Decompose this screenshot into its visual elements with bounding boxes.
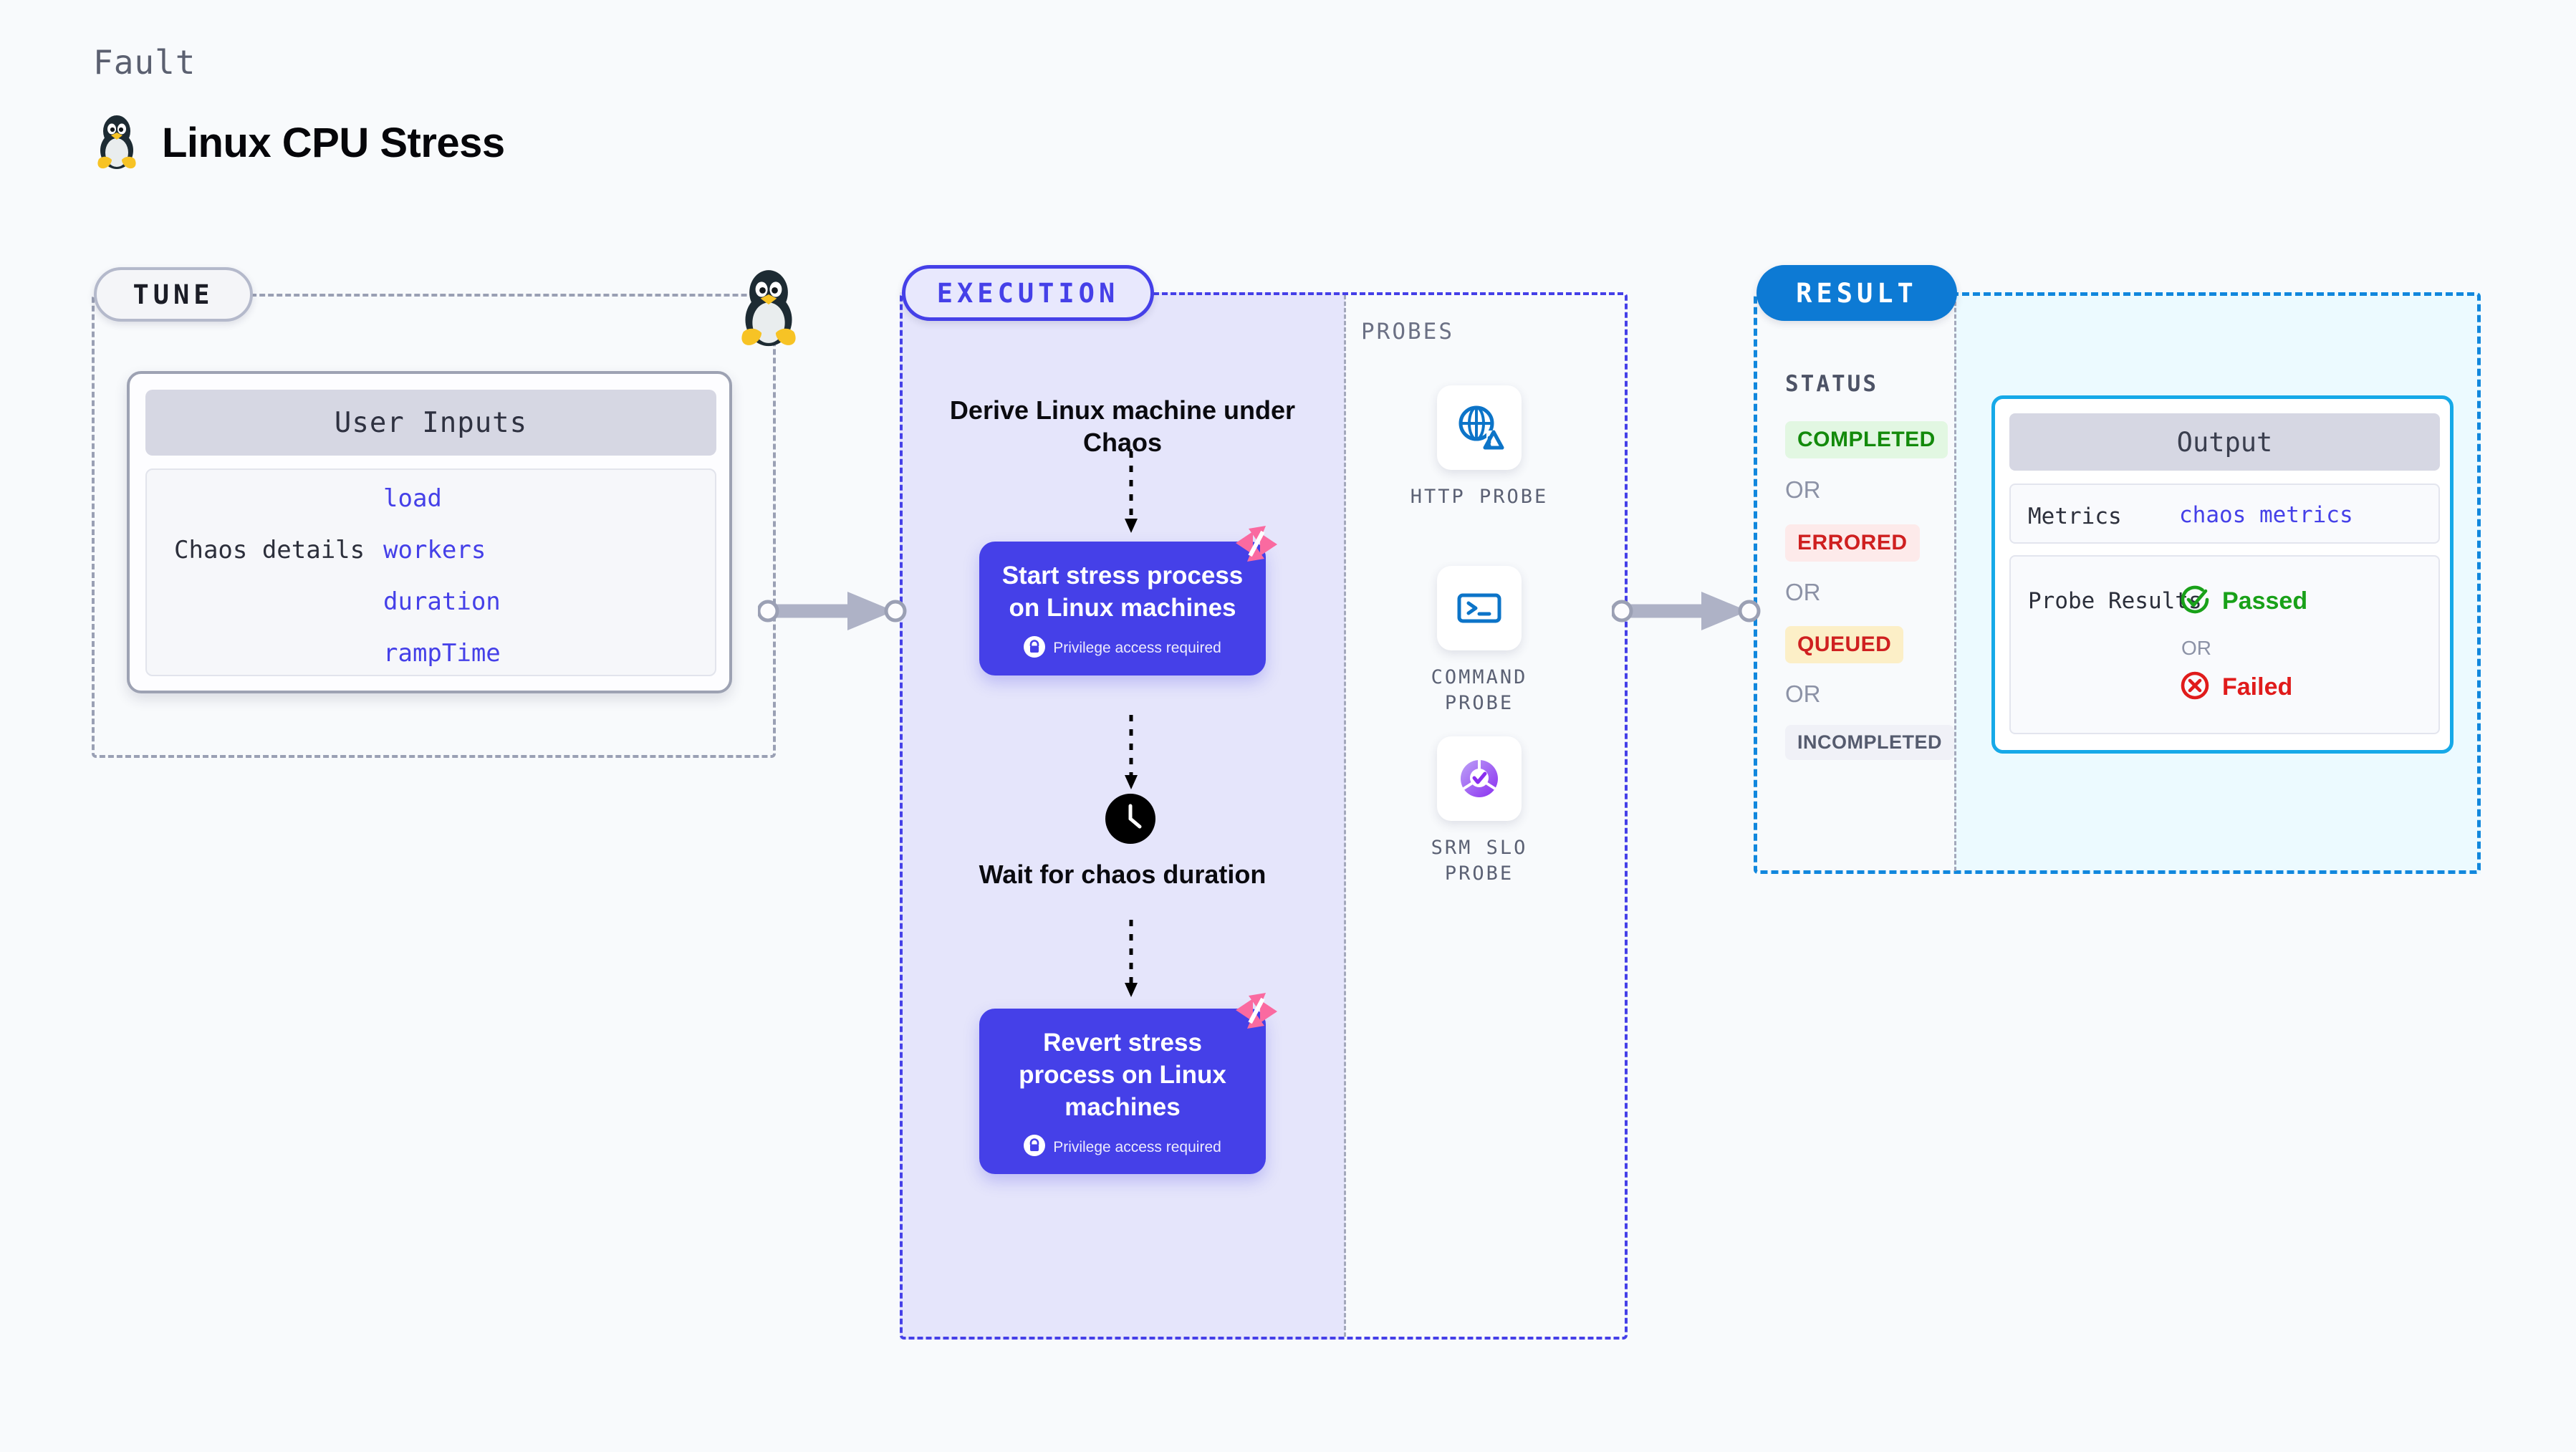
result-pill-label: RESULT xyxy=(1756,265,1957,321)
slo-donut-check-icon xyxy=(1437,736,1522,821)
chaos-parameter-list: load workers duration rampTime xyxy=(383,484,501,691)
probes-title: PROBES xyxy=(1361,319,1454,345)
probe-card-srm-slo[interactable]: SRM SLO PROBE xyxy=(1408,736,1551,888)
output-metrics-row: Metrics chaos metrics xyxy=(2009,484,2440,544)
status-column-background xyxy=(1754,292,1954,874)
fault-title-row: Linux CPU Stress xyxy=(93,112,505,174)
status-badge-queued: QUEUED xyxy=(1785,626,1904,663)
probe-result-passed: Passed xyxy=(2179,584,2307,619)
privilege-note: Privilege access required xyxy=(992,1135,1253,1160)
execution-pill-label: EXECUTION xyxy=(902,265,1154,321)
chaos-details-label: Chaos details xyxy=(174,536,365,564)
status-or-label: OR xyxy=(1785,579,1821,605)
probe-result-failed: Failed xyxy=(2179,670,2292,705)
chaos-parameter[interactable]: duration xyxy=(383,587,501,616)
terminal-prompt-icon xyxy=(1437,566,1522,650)
user-inputs-card: User Inputs Chaos details load workers d… xyxy=(127,371,732,693)
execution-flow: Derive Linux machine under Chaos Start s… xyxy=(900,292,1345,1340)
execution-region xyxy=(900,292,1628,1340)
fault-kicker: Fault xyxy=(93,43,196,82)
failed-label: Failed xyxy=(2222,673,2293,701)
harness-logo-icon xyxy=(1234,524,1279,563)
clock-icon xyxy=(1105,794,1155,847)
flow-step-derive-machine: Derive Linux machine under Chaos xyxy=(949,395,1296,457)
privilege-text: Privilege access required xyxy=(1053,640,1221,657)
dotted-arrow-down-icon xyxy=(1125,451,1138,533)
probe-card-http[interactable]: HTTP PROBE xyxy=(1408,385,1551,510)
lock-icon xyxy=(1024,1135,1046,1160)
connector-execution-to-result xyxy=(1612,592,1761,630)
status-badge-incompleted: INCOMPLETED xyxy=(1785,725,1955,760)
privilege-text: Privilege access required xyxy=(1053,1138,1221,1155)
probe-card-command[interactable]: COMMAND PROBE xyxy=(1408,566,1551,717)
x-circle-icon xyxy=(2179,670,2211,705)
chaos-details-box: Chaos details load workers duration ramp… xyxy=(145,468,716,676)
chaos-parameter[interactable]: rampTime xyxy=(383,639,501,668)
chaos-parameter[interactable]: load xyxy=(383,484,442,513)
privilege-note: Privilege access required xyxy=(992,635,1253,661)
result-region xyxy=(1754,292,2481,874)
chaos-parameter[interactable]: workers xyxy=(383,536,486,564)
tune-pill-label: TUNE xyxy=(94,267,253,322)
status-or-label: OR xyxy=(1785,681,1821,707)
action-card-revert-stress[interactable]: Revert stress process on Linux machines … xyxy=(979,993,1277,1175)
result-divider xyxy=(1954,295,1956,871)
status-or-label: OR xyxy=(1785,476,1821,503)
status-badge-completed: COMPLETED xyxy=(1785,421,1948,458)
probe-label: HTTP PROBE xyxy=(1410,486,1549,508)
output-header: Output xyxy=(2009,413,2440,471)
action-card-title: Revert stress process on Linux machines xyxy=(1019,1029,1226,1121)
probes-divider xyxy=(1344,295,1346,1337)
globe-warning-icon xyxy=(1437,385,1522,470)
metrics-key: Metrics xyxy=(2028,504,2122,529)
status-title: STATUS xyxy=(1785,371,1878,397)
probe-label: SRM SLO PROBE xyxy=(1431,837,1528,885)
dotted-arrow-down-icon xyxy=(1125,715,1138,789)
page-header: Fault Linux CPU Stress xyxy=(93,43,505,174)
tux-penguin-icon xyxy=(734,265,803,348)
action-card-start-stress[interactable]: Start stress process on Linux machines P… xyxy=(979,526,1277,675)
output-probe-results-row: Probe Results Passed OR Failed xyxy=(2009,555,2440,734)
probe-result-or-label: OR xyxy=(2181,637,2211,659)
probe-label: COMMAND PROBE xyxy=(1431,666,1528,715)
tune-region xyxy=(92,294,776,758)
passed-label: Passed xyxy=(2222,587,2308,615)
check-circle-icon xyxy=(2179,584,2211,619)
harness-logo-icon xyxy=(1234,991,1279,1030)
output-card: Output Metrics chaos metrics Probe Resul… xyxy=(1991,395,2454,754)
flow-step-wait-duration: Wait for chaos duration xyxy=(979,860,1267,889)
page-title: Linux CPU Stress xyxy=(162,120,505,166)
connector-tune-to-execution xyxy=(758,592,907,630)
tux-penguin-icon xyxy=(93,112,140,174)
status-badge-errored: ERRORED xyxy=(1785,524,1920,562)
probe-results-key: Probe Results xyxy=(2028,588,2202,614)
dotted-arrow-down-icon xyxy=(1125,920,1138,997)
action-card-title: Start stress process on Linux machines xyxy=(1001,562,1244,622)
metrics-value[interactable]: chaos metrics xyxy=(2179,502,2353,528)
lock-icon xyxy=(1024,635,1046,661)
user-inputs-header: User Inputs xyxy=(145,390,716,456)
